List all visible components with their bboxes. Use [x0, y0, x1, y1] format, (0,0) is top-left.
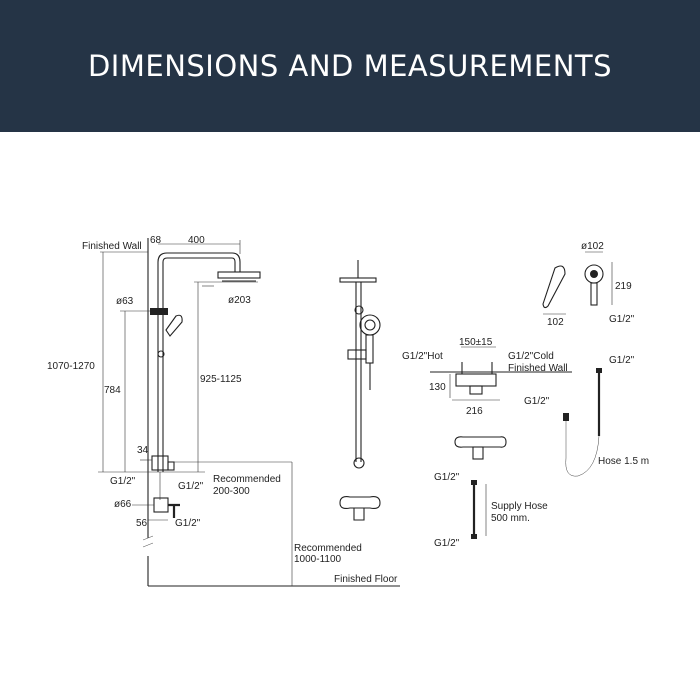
shower-arm — [162, 257, 236, 272]
dim-102-label: 102 — [547, 317, 564, 328]
dim-216-label: 216 — [466, 406, 483, 417]
mixer-handle — [353, 508, 365, 521]
supply-hose-length: 500 mm. — [491, 513, 530, 524]
side-elevation: Finished Wall 68 400 ø63 ø203 1070-1270 … — [47, 235, 400, 587]
shower-hose-curve — [565, 420, 600, 477]
dim-784-label: 784 — [104, 385, 121, 396]
finished-wall-label: Finished Wall — [508, 363, 568, 374]
hand-shower-face — [364, 319, 376, 331]
hot-inlet-label: G1/2"Hot — [402, 351, 443, 362]
g12-label: G1/2" — [434, 472, 460, 483]
hoses: G1/2" G1/2" Hose 1.5 m G1/2" Supply Hose… — [434, 355, 649, 549]
mixer-body — [151, 455, 169, 471]
mixer-inlets — [461, 362, 493, 374]
hand-shower-face — [359, 314, 381, 336]
page-title: DIMENSIONS AND MEASUREMENTS — [87, 49, 613, 83]
dim-150-label: 150±15 — [459, 337, 493, 348]
dim-56-label: 56 — [136, 518, 148, 529]
dim-130-label: 130 — [429, 382, 446, 393]
recommended-label: Recommended — [213, 474, 281, 485]
recommended-value: 1000-1100 — [294, 554, 342, 565]
recommended-value: 200-300 — [213, 486, 250, 497]
dim-1070-label: 1070-1270 — [47, 361, 95, 372]
slider — [347, 349, 367, 360]
slider-knob — [157, 350, 165, 358]
header-banner: DIMENSIONS AND MEASUREMENTS — [0, 0, 700, 132]
dim-102-dia-label: ø102 — [581, 241, 604, 252]
front-elevation — [339, 260, 381, 521]
finished-floor-label: Finished Floor — [334, 574, 398, 585]
hand-shower-handle — [365, 334, 374, 364]
dim-203-label: ø203 — [228, 295, 251, 306]
hose-fitting — [563, 413, 569, 421]
cold-inlet-label: G1/2"Cold — [508, 351, 554, 362]
g12-label: G1/2" — [175, 518, 201, 529]
supply-hose-label: Supply Hose — [491, 501, 548, 512]
mixer-detail: 150±15 G1/2"Hot G1/2"Cold Finished Wall … — [402, 337, 572, 460]
connector — [353, 457, 365, 469]
wall-bracket — [150, 308, 168, 315]
hand-shower-handle — [590, 282, 598, 306]
dim-34-label: 34 — [137, 445, 149, 456]
g12-label: G1/2" — [110, 476, 136, 487]
hand-shower-side — [542, 265, 566, 309]
shower-arm — [157, 252, 241, 272]
wall-break-mark — [142, 542, 154, 548]
dim-400-label: 400 — [188, 235, 205, 246]
dim-63-label: ø63 — [116, 296, 134, 307]
bracket — [354, 305, 364, 315]
g12-label: G1/2" — [609, 314, 635, 325]
mixer-body — [455, 373, 497, 387]
g12-label: G1/2" — [524, 396, 550, 407]
mixer-body — [339, 496, 381, 509]
lower-mixer-handle — [168, 503, 180, 518]
hand-shower-detail: ø102 219 102 G1/2" — [542, 241, 635, 328]
recommended-label: Recommended — [294, 543, 362, 554]
hose-fitting — [596, 368, 602, 373]
mixer-front-handle — [472, 446, 484, 460]
dim-66-label: ø66 — [114, 499, 132, 510]
overhead-shower-head — [217, 271, 261, 279]
mixer-spout — [167, 461, 175, 471]
finished-wall-label: Finished Wall — [82, 241, 142, 252]
hose-length-label: Hose 1.5 m — [598, 456, 649, 467]
supply-hose-fitting — [471, 534, 477, 539]
dim-219-label: 219 — [615, 281, 632, 292]
wall-break-mark — [142, 535, 154, 541]
g12-label: G1/2" — [609, 355, 635, 366]
overhead-shower-head — [339, 277, 377, 283]
dim-925-label: 925-1125 — [200, 374, 242, 385]
g12-label: G1/2" — [178, 481, 204, 492]
hand-shower-face-center — [590, 270, 598, 278]
g12-label: G1/2" — [434, 538, 460, 549]
supply-hose-fitting — [471, 480, 477, 485]
mixer-outlet — [469, 385, 483, 395]
hand-shower — [165, 314, 183, 337]
lower-mixer — [153, 497, 169, 513]
dim-68-label: 68 — [150, 235, 162, 246]
mixer-front — [454, 436, 507, 448]
